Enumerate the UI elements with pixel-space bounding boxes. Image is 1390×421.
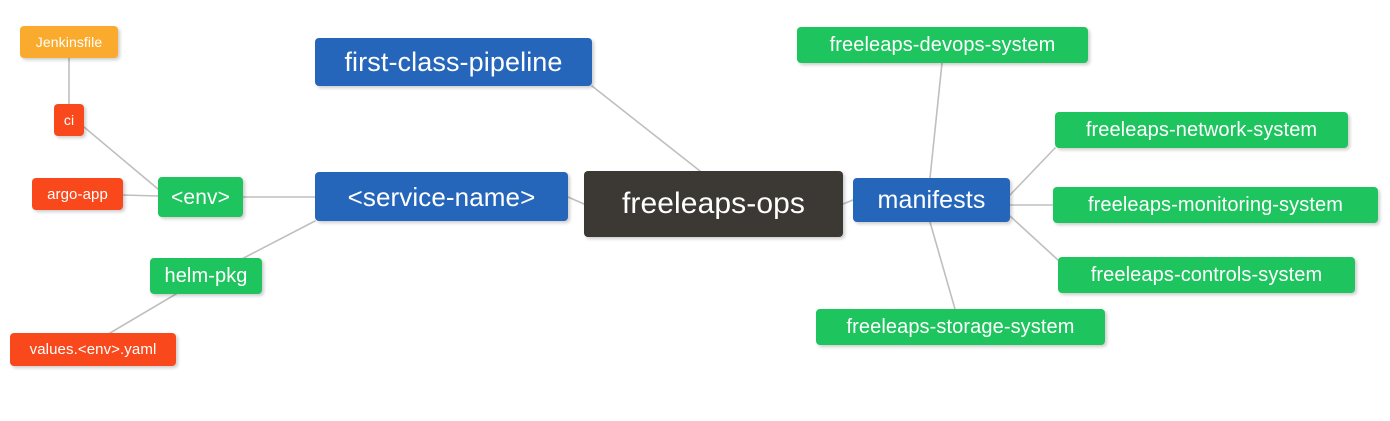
node-label-freeleaps-ops: freeleaps-ops	[621, 187, 806, 220]
node-label-manifests: manifests	[877, 185, 986, 214]
node-freeleaps-monitoring-system[interactable]: freeleaps-monitoring-system	[1053, 187, 1378, 223]
node-label-helm-pkg: helm-pkg	[164, 265, 248, 287]
edge-freeleaps-ops-to-manifests	[842, 199, 854, 205]
node-label-first-class-pipeline: first-class-pipeline	[344, 46, 563, 77]
node-label-freeleaps-controls-system: freeleaps-controls-system	[1090, 264, 1323, 286]
node-values-env-yaml[interactable]: values.<env>.yaml	[10, 333, 176, 366]
node-label-freeleaps-storage-system: freeleaps-storage-system	[846, 316, 1075, 338]
node-label-env: <env>	[171, 185, 230, 209]
node-freeleaps-controls-system[interactable]: freeleaps-controls-system	[1058, 257, 1355, 293]
node-label-service-name: <service-name>	[347, 181, 536, 212]
node-first-class-pipeline[interactable]: first-class-pipeline	[315, 38, 592, 86]
node-label-jenkinsfile: Jenkinsfile	[35, 34, 103, 50]
node-freeleaps-storage-system[interactable]: freeleaps-storage-system	[816, 309, 1105, 345]
node-manifests[interactable]: manifests	[853, 178, 1010, 222]
edge-manifests-to-freeleaps-devops-system	[929, 62, 943, 179]
node-label-argo-app: argo-app	[47, 185, 108, 203]
edge-manifests-to-freeleaps-controls-system	[1009, 215, 1059, 261]
edge-freeleaps-ops-to-first-class-pipeline	[591, 85, 701, 172]
node-label-freeleaps-network-system: freeleaps-network-system	[1085, 119, 1318, 141]
edge-helm-pkg-to-values-env-yaml	[109, 293, 177, 334]
node-helm-pkg[interactable]: helm-pkg	[150, 258, 262, 294]
node-argo-app[interactable]: argo-app	[32, 178, 123, 210]
edge-manifests-to-freeleaps-network-system	[1009, 147, 1056, 196]
node-service-name[interactable]: <service-name>	[315, 172, 568, 221]
node-freeleaps-ops[interactable]: freeleaps-ops	[584, 171, 843, 237]
node-label-values-env-yaml: values.<env>.yaml	[29, 341, 157, 358]
node-freeleaps-network-system[interactable]: freeleaps-network-system	[1055, 112, 1348, 148]
node-ci[interactable]: ci	[54, 104, 84, 136]
edge-freeleaps-ops-to-service-name	[567, 196, 585, 205]
node-env[interactable]: <env>	[158, 177, 243, 217]
node-jenkinsfile[interactable]: Jenkinsfile	[20, 26, 118, 58]
edge-service-name-to-helm-pkg	[235, 220, 316, 263]
node-freeleaps-devops-system[interactable]: freeleaps-devops-system	[797, 27, 1088, 63]
edge-manifests-to-freeleaps-storage-system	[929, 221, 956, 310]
node-label-freeleaps-monitoring-system: freeleaps-monitoring-system	[1087, 194, 1343, 216]
node-label-freeleaps-devops-system: freeleaps-devops-system	[829, 34, 1056, 56]
node-label-ci: ci	[63, 112, 75, 128]
edge-env-to-argo-app	[122, 194, 159, 197]
